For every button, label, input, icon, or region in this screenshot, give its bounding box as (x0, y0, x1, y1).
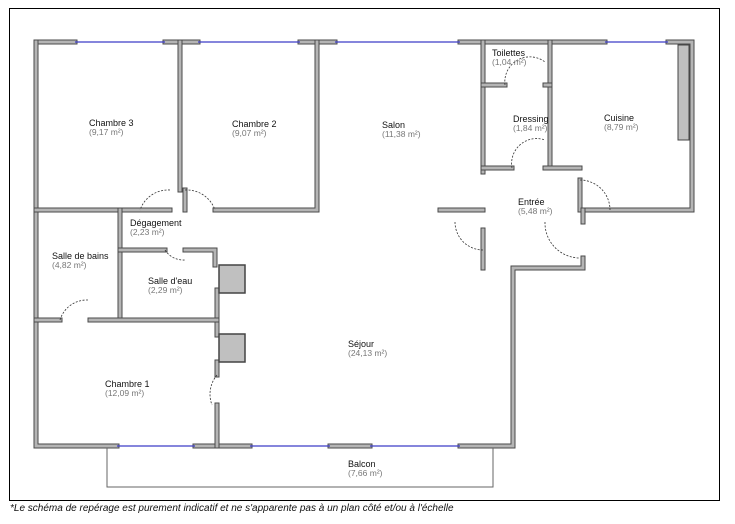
room-chambre-2: Chambre 2(9,07 m²) (232, 119, 277, 138)
wall-segment (183, 248, 217, 267)
room-salle-deau: Salle d'eau(2,29 m²) (148, 276, 192, 295)
svg-text:Salle de bains: Salle de bains (52, 251, 109, 261)
door-swing (139, 189, 171, 211)
svg-text:Entrée: Entrée (518, 197, 545, 207)
balcony-outline (106, 448, 494, 488)
svg-text:Dégagement: Dégagement (130, 218, 182, 228)
door-swing (59, 299, 89, 321)
svg-text:(9,07 m²): (9,07 m²) (232, 128, 267, 138)
svg-text:Dressing: Dressing (513, 114, 549, 124)
svg-text:(11,38 m²): (11,38 m²) (382, 129, 421, 139)
footnote: *Le schéma de repérage est purement indi… (10, 503, 454, 514)
svg-text:Balcon: Balcon (348, 459, 376, 469)
wall-segment (578, 40, 694, 212)
svg-text:(2,23 m²): (2,23 m²) (130, 227, 165, 237)
room-entree: Entrée(5,48 m²) (518, 197, 553, 216)
wall-segment (458, 256, 585, 448)
room-cuisine: Cuisine(8,79 m²) (604, 113, 639, 132)
svg-text:Chambre 3: Chambre 3 (89, 118, 134, 128)
room-chambre-3: Chambre 3(9,17 m²) (89, 118, 134, 137)
svg-text:(7,66 m²): (7,66 m²) (348, 468, 383, 478)
room-toilettes: Toilettes(1,04 m²) (492, 48, 527, 67)
svg-text:(4,82 m²): (4,82 m²) (52, 260, 87, 270)
door-swing (454, 221, 484, 251)
svg-text:(1,84 m²): (1,84 m²) (513, 123, 548, 133)
fireplace-1 (218, 264, 246, 294)
room-balcon: Balcon(7,66 m²) (348, 459, 383, 478)
doors (59, 56, 611, 406)
svg-text:Toilettes: Toilettes (492, 48, 526, 58)
svg-text:(5,48 m²): (5,48 m²) (518, 206, 553, 216)
walls (33, 39, 695, 449)
svg-text:Séjour: Séjour (348, 339, 374, 349)
svg-text:(8,79 m²): (8,79 m²) (604, 122, 639, 132)
room-salle-de-bains: Salle de bains(4,82 m²) (52, 251, 109, 270)
room-sejour: Séjour(24,13 m²) (348, 339, 387, 358)
plan-frame (9, 8, 720, 501)
room-degagement: Dégagement(2,23 m²) (130, 218, 182, 237)
room-dressing: Dressing(1,84 m²) (513, 114, 549, 133)
door-swing (579, 179, 611, 211)
wall-segment (182, 247, 218, 268)
wall-segment (457, 255, 586, 449)
svg-text:Chambre 2: Chambre 2 (232, 119, 277, 129)
svg-text:(24,13 m²): (24,13 m²) (348, 348, 387, 358)
door-swing (209, 374, 218, 406)
svg-text:(12,09 m²): (12,09 m²) (105, 388, 144, 398)
wall-segment (213, 40, 319, 212)
svg-text:(1,04 m²): (1,04 m²) (492, 57, 527, 67)
room-salon: Salon(11,38 m²) (382, 120, 421, 139)
svg-text:(2,29 m²): (2,29 m²) (148, 285, 183, 295)
svg-text:Salon: Salon (382, 120, 405, 130)
wall-segment (34, 40, 119, 448)
svg-text:Salle d'eau: Salle d'eau (148, 276, 192, 286)
svg-text:Cuisine: Cuisine (604, 113, 634, 123)
door-swing (544, 221, 581, 259)
svg-text:Chambre 1: Chambre 1 (105, 379, 150, 389)
door-swing (184, 189, 216, 211)
windows (75, 41, 668, 447)
room-chambre-1: Chambre 1(12,09 m²) (105, 379, 150, 398)
kitchen-counter (677, 44, 690, 141)
svg-text:(9,17 m²): (9,17 m²) (89, 127, 124, 137)
door-swing (504, 56, 546, 86)
door-swing (511, 138, 546, 169)
fireplace-2 (218, 333, 246, 363)
door-swing (164, 249, 186, 261)
